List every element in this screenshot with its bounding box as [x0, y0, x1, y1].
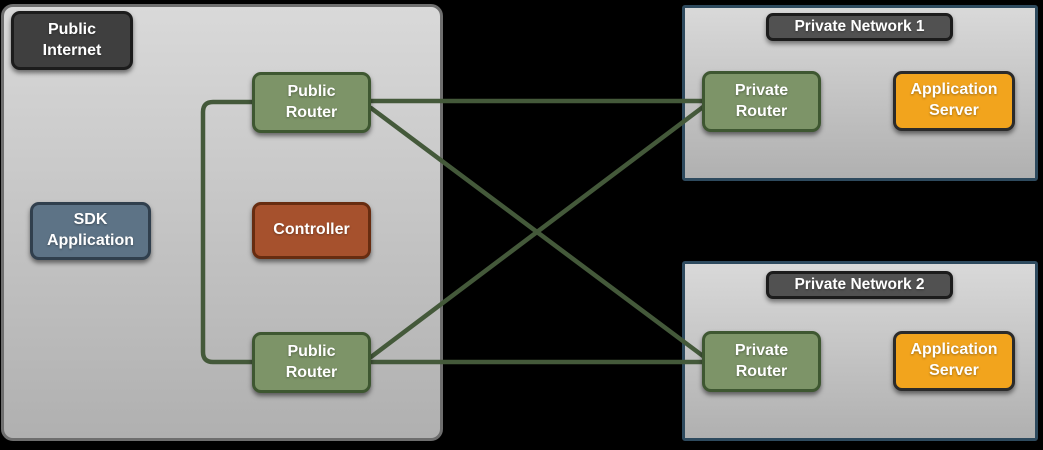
application-server-1-node: Application Server [893, 71, 1015, 131]
public-internet-label-text: Public Internet [42, 20, 102, 59]
application-server-2-node: Application Server [893, 331, 1015, 391]
public-router-bottom-label: Public Router [285, 342, 338, 381]
private-network-1-title-text: Private Network 1 [794, 17, 925, 35]
edge-public-router-top-to-public-router-bottom [200, 99, 255, 365]
sdk-application-node: SDK Application [30, 202, 151, 260]
controller-label: Controller [273, 221, 350, 239]
private-network-2-title-text: Private Network 2 [794, 275, 925, 293]
sdk-application-label: SDK Application [46, 211, 135, 249]
private-router-2-label: Private Router [734, 341, 789, 380]
edge-public-router-bottom-to-private-router-1 [368, 104, 706, 360]
controller-node: Controller [252, 202, 371, 259]
public-router-top-node: Public Router [252, 72, 371, 133]
private-router-1-node: Private Router [702, 71, 821, 132]
private-router-2-node: Private Router [702, 331, 821, 392]
private-router-1-label: Private Router [734, 81, 789, 120]
private-network-2-title: Private Network 2 [766, 271, 953, 299]
application-server-1-label: Application Server [910, 81, 998, 119]
application-server-2-label: Application Server [910, 341, 998, 379]
public-internet-label: Public Internet [11, 11, 133, 70]
private-network-1-title: Private Network 1 [766, 13, 953, 41]
public-router-top-label: Public Router [285, 82, 338, 121]
public-router-bottom-node: Public Router [252, 332, 371, 393]
